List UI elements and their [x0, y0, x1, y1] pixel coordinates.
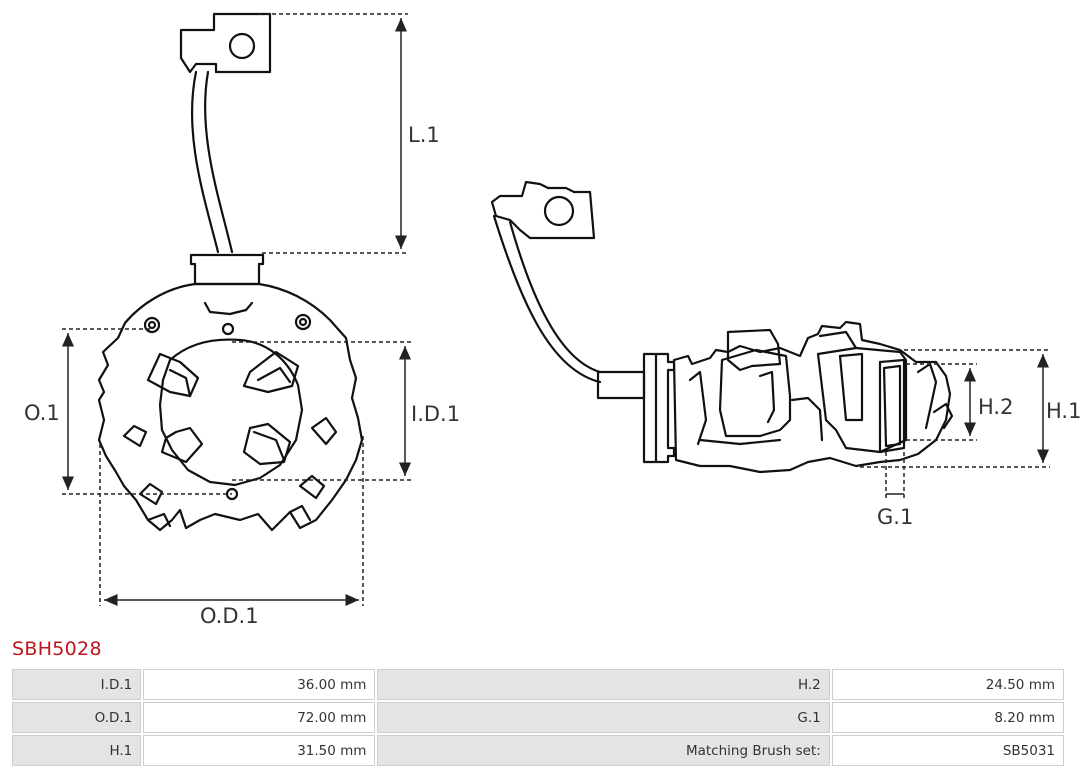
brush-box [146, 352, 200, 398]
label-H1: H.1 [1046, 399, 1080, 423]
left-dimensions [62, 13, 412, 606]
label-O1: O.1 [24, 401, 60, 425]
lead-wire [492, 214, 602, 384]
table-row: O.D.1 72.00 mm G.1 8.20 mm [12, 702, 1064, 733]
spec-label: O.D.1 [12, 702, 142, 733]
label-H2: H.2 [978, 395, 1013, 419]
label-L1: L.1 [408, 123, 440, 147]
brush-box [160, 426, 204, 464]
brush-box [242, 350, 300, 394]
wire-connector [189, 253, 265, 286]
specs-table: I.D.1 36.00 mm H.2 24.50 mm O.D.1 72.00 … [10, 667, 1066, 768]
spec-label: G.1 [377, 702, 830, 733]
inner-bore [158, 338, 304, 487]
spec-value: 24.50 mm [831, 669, 1064, 700]
spec-value: 8.20 mm [831, 702, 1064, 733]
label-ID1: I.D.1 [411, 402, 460, 426]
label-OD1: O.D.1 [200, 604, 259, 628]
part-number: SBH5028 [12, 638, 102, 660]
base-plate [97, 282, 364, 532]
lead-wire [190, 70, 220, 254]
technical-drawing: L.1 O.1 I.D.1 O.D.1 [24, 12, 1080, 628]
spec-value[interactable]: SB5031 [831, 735, 1064, 766]
spec-value: 31.50 mm [143, 735, 376, 766]
spec-value: 72.00 mm [143, 702, 376, 733]
side-body [672, 320, 952, 474]
spec-label: I.D.1 [12, 669, 142, 700]
right-dimensions [860, 349, 1050, 498]
brush-box [718, 348, 792, 438]
terminal-lug [179, 12, 272, 74]
terminal-hole [228, 32, 256, 60]
terminal-lug [490, 180, 596, 240]
spec-label: H.1 [12, 735, 142, 766]
spec-label: Matching Brush set: [377, 735, 830, 766]
label-G1: G.1 [877, 505, 913, 529]
spec-label: H.2 [377, 669, 830, 700]
spec-value: 36.00 mm [143, 669, 376, 700]
terminal-hole [543, 195, 575, 227]
brush-holder-side-view [490, 180, 954, 474]
table-row: I.D.1 36.00 mm H.2 24.50 mm [12, 669, 1064, 700]
wire-connector [596, 370, 646, 400]
table-row: H.1 31.50 mm Matching Brush set: SB5031 [12, 735, 1064, 766]
brush-box [242, 422, 292, 466]
brush-holder-top-view [97, 12, 364, 532]
